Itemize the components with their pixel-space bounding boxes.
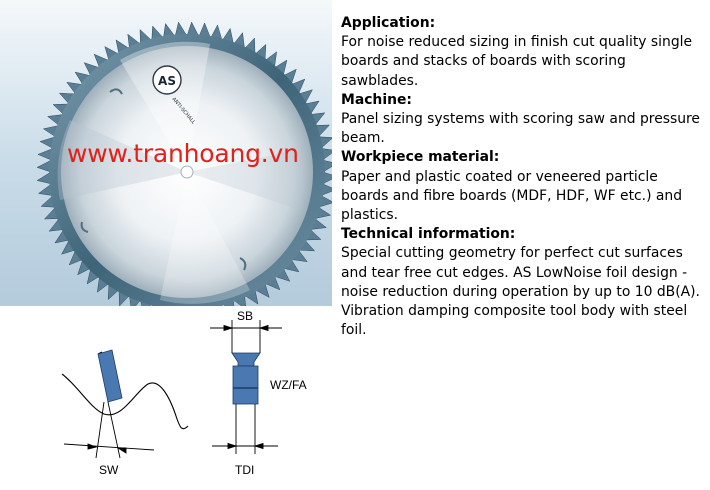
- watermark-text: www.tranhoang.vn: [67, 139, 299, 168]
- tooth-geometry-drawing: [0, 306, 360, 486]
- tooth-side-profile: [62, 352, 188, 429]
- section-technical-information: Technical information: Special cutting g…: [341, 225, 705, 340]
- tooth-profile-carbide: [98, 350, 122, 402]
- tdi-label: TDI: [235, 463, 254, 477]
- product-description: Application: For noise reduced sizing in…: [341, 14, 705, 340]
- sw-label: SW: [99, 463, 118, 477]
- section-application: Application: For noise reduced sizing in…: [341, 14, 705, 91]
- saw-blade-photo: AS ANTI-SCHALL www.tranhoang.vn: [0, 0, 332, 306]
- section-text: For noise reduced sizing in finish cut q…: [341, 33, 705, 91]
- section-text: Special cutting geometry for perfect cut…: [341, 244, 705, 340]
- section-heading: Technical information:: [341, 225, 705, 244]
- section-heading: Application:: [341, 14, 705, 33]
- section-workpiece-material: Workpiece material: Paper and plastic co…: [341, 148, 705, 225]
- section-text: Paper and plastic coated or veneered par…: [341, 168, 705, 226]
- tooth-front-view: [232, 353, 260, 404]
- sw-dimension: [64, 402, 154, 458]
- section-text: Panel sizing systems with scoring saw an…: [341, 110, 705, 148]
- wz-fa-label: WZ/FA: [270, 378, 307, 392]
- section-heading: Machine:: [341, 91, 705, 110]
- section-machine: Machine: Panel sizing systems with scori…: [341, 91, 705, 149]
- tooth-geometry-diagram: SW SB WZ/FA TDI: [0, 306, 360, 490]
- sb-label: SB: [237, 309, 253, 323]
- svg-text:AS: AS: [158, 74, 176, 88]
- section-heading: Workpiece material:: [341, 148, 705, 167]
